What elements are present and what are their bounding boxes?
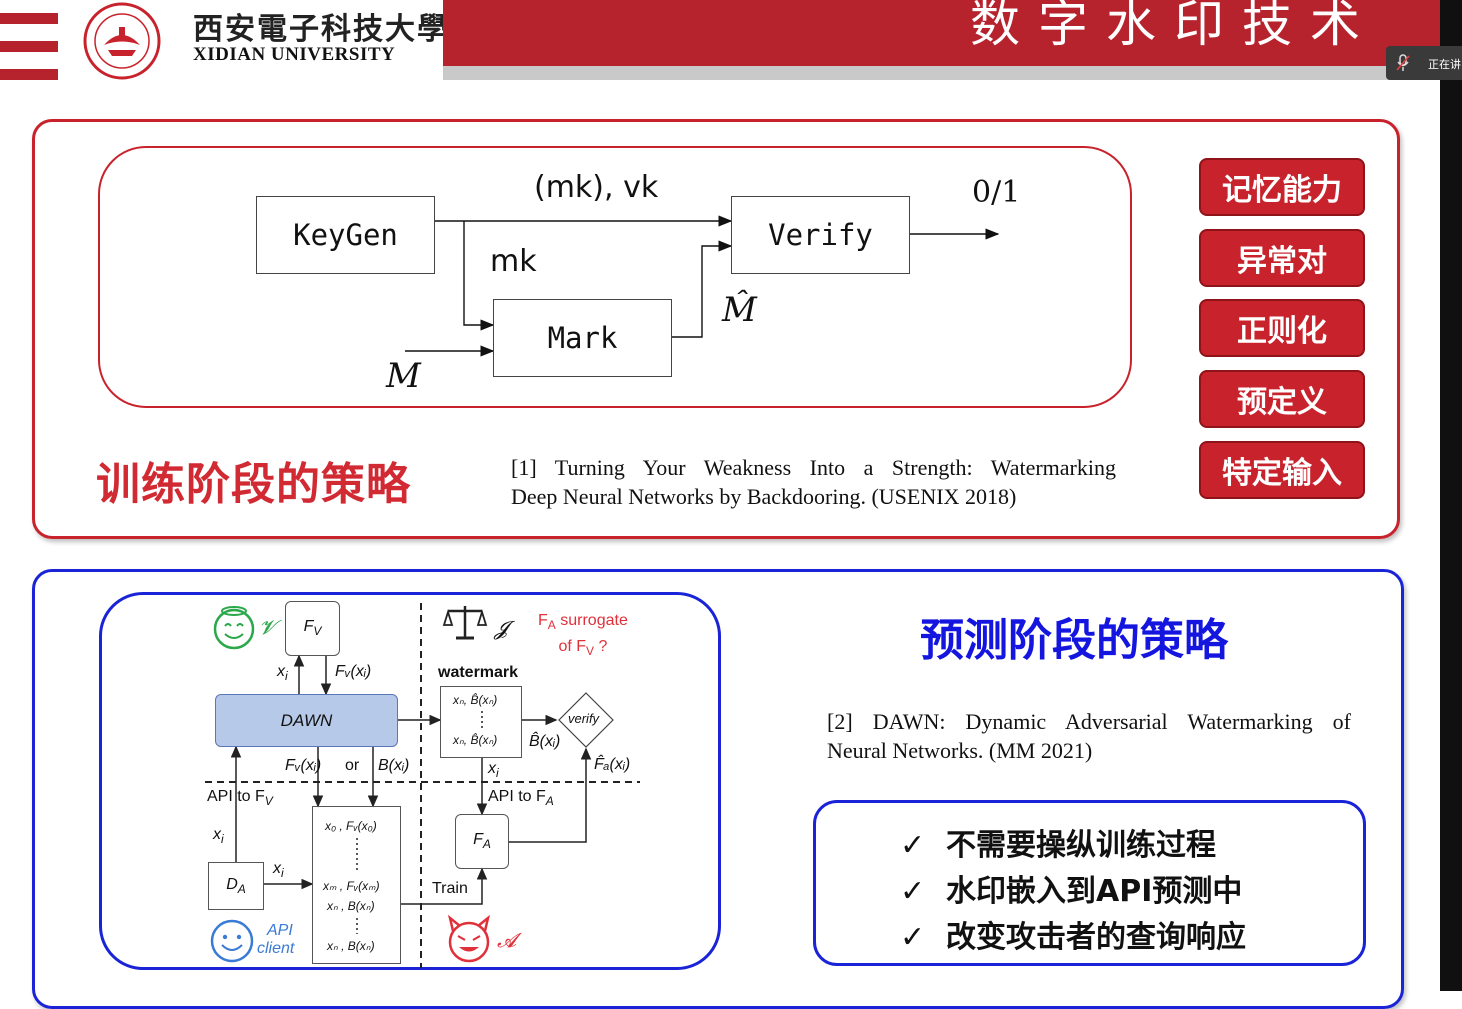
dawn-diagram (99, 592, 721, 970)
fv-xi-label-top: Fᵥ(xᵢ) (335, 663, 372, 680)
tag-specific-input[interactable]: 特定输入 (1199, 441, 1365, 499)
storage-row-last: xₙ , B(xₙ) (327, 939, 375, 953)
attacker-symbol: 𝓐 (497, 930, 517, 952)
output-label: 0/1 (972, 175, 1021, 210)
muted-mic-icon (1396, 54, 1410, 75)
b-hat-label: B̂(xᵢ) (529, 733, 561, 750)
check-icon: ✓ (900, 920, 926, 955)
api-to-fa-label: API to FA (488, 788, 554, 809)
reference-2-line2: Neural Networks. (MM 2021) (827, 738, 1093, 763)
university-seal-logo (82, 0, 162, 82)
reference-1-line1: [1] Turning Your Weakness Into a Strengt… (511, 455, 1116, 480)
attacker-devil-icon (444, 914, 494, 968)
keygen-box: KeyGen (256, 196, 435, 274)
tag-predefined[interactable]: 预定义 (1199, 370, 1365, 428)
check-icon: ✓ (900, 828, 926, 863)
judge-symbol: 𝓙 (494, 618, 508, 640)
xi-label-top: xi (277, 663, 288, 684)
train-label: Train (432, 880, 468, 897)
storage-row-n: xₙ , B(xₙ) (327, 899, 375, 913)
training-section-title: 训练阶段的策略 (96, 459, 411, 510)
victim-model-box: FV (285, 601, 340, 656)
prediction-section-title: 预测阶段的策略 (920, 615, 1228, 666)
xi-label-da: xi (273, 860, 284, 881)
slide-title: 数字水印技术 (970, 0, 1378, 53)
dawn-box: DAWN (215, 694, 398, 747)
xi-label-left: xi (213, 826, 224, 847)
fv-xi-output-label: Fᵥ(xᵢ) (285, 757, 322, 774)
tag-memory-capacity[interactable]: 记忆能力 (1199, 158, 1365, 216)
reference-1: [1] Turning Your Weakness Into a Strengt… (511, 453, 1116, 511)
tag-anomaly-pairs[interactable]: 异常对 (1199, 229, 1365, 287)
dawn-label: DAWN (280, 710, 333, 730)
api-client-label: API client (257, 922, 295, 957)
watermark-scheme-diagram (98, 146, 1132, 408)
input-message-label: M (386, 356, 421, 396)
query-storage-box: x₀ , Fᵥ(x₀) xₘ , Fᵥ(xₘ) xₙ , B(xₙ) xₙ , … (312, 806, 401, 964)
victim-model-label: FV (303, 618, 322, 639)
storage-row-m: xₘ , Fᵥ(xₘ) (323, 879, 380, 893)
training-strategy-panel (32, 119, 1400, 539)
attacker-data-label: DA (226, 875, 246, 897)
victim-smiley-icon (211, 604, 257, 654)
verify-label: verify (568, 711, 600, 726)
victim-symbol: 𝓥 (259, 617, 276, 639)
api-to-fv-label: API to FV (207, 788, 273, 809)
benefit-item: ✓水印嵌入到API预测中 (900, 874, 1243, 909)
check-icon: ✓ (900, 874, 926, 909)
reference-1-line2: Deep Neural Networks by Backdooring. (US… (511, 484, 1017, 509)
marked-message-label: M̂ (722, 290, 757, 330)
verify-box: Verify (731, 196, 910, 274)
api-client-smiley-icon (209, 918, 255, 968)
benefit-item: ✓改变攻击者的查询响应 (900, 920, 1246, 955)
meeting-status-text: 正在讲 (1428, 58, 1461, 71)
header-shadow-band (443, 66, 1440, 80)
attacker-model-box: FA (455, 814, 509, 869)
xi-label-wm: xi (488, 760, 499, 781)
attacker-data-box: DA (208, 862, 264, 910)
judge-scale-icon (442, 603, 488, 645)
attacker-model-label: FA (473, 831, 491, 852)
bxi-label: B(xᵢ) (378, 757, 410, 774)
watermark-set-box: xₙ, B̂(xₙ) xₙ, B̂(xₙ) (440, 686, 522, 758)
tag-regularization[interactable]: 正则化 (1199, 299, 1365, 357)
verify-diamond: verify (558, 692, 614, 748)
watermark-row-first: xₙ, B̂(xₙ) (453, 693, 498, 707)
or-label: or (345, 757, 360, 774)
menu-icon[interactable] (0, 13, 58, 83)
reference-2: [2] DAWN: Dynamic Adversarial Watermarki… (827, 707, 1351, 765)
university-name-en: XIDIAN UNIVERSITY (193, 44, 396, 65)
university-name-cn: 西安電子科技大學 (193, 12, 449, 47)
benefits-box (813, 800, 1366, 966)
mark-box: Mark (493, 299, 672, 377)
benefit-item: ✓不需要操纵训练过程 (900, 828, 1216, 863)
storage-row-first: x₀ , Fᵥ(x₀) (325, 819, 377, 833)
watermark-label: watermark (438, 664, 519, 681)
keys-label: (mk), vk (534, 170, 659, 205)
window-edge (1440, 0, 1462, 991)
watermark-row-last: xₙ, B̂(xₙ) (453, 733, 498, 747)
reference-2-line1: [2] DAWN: Dynamic Adversarial Watermarki… (827, 709, 1351, 734)
mk-label: mk (490, 244, 537, 279)
fa-surrogate-question: FA surrogate of FV ? (538, 612, 628, 659)
header-band (443, 0, 1440, 66)
meeting-speaking-indicator[interactable]: 正在讲 (1386, 46, 1462, 80)
fa-hat-label: F̂ₐ(xᵢ) (594, 756, 631, 773)
